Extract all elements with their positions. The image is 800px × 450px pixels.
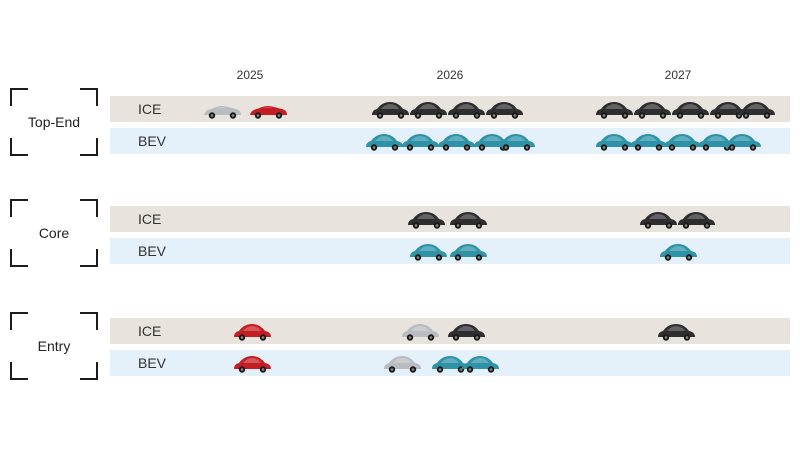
red-roadster-icon <box>248 98 288 120</box>
black-car-icon <box>408 98 448 120</box>
segment-bracket-entry: Entry <box>10 312 98 380</box>
segment-label: Entry <box>37 338 71 354</box>
teal-car-icon <box>662 130 702 152</box>
red-hatchback-icon <box>232 352 272 374</box>
silver-roadster-icon <box>202 98 242 120</box>
red-hatchback-icon <box>232 320 272 342</box>
silver-wagon-icon <box>382 352 422 374</box>
row-label-ice: ICE <box>138 211 162 227</box>
black-car-icon <box>446 98 486 120</box>
teal-car-icon <box>628 130 668 152</box>
black-car-icon <box>594 98 634 120</box>
year-label: 2027 <box>664 68 692 82</box>
black-car-icon <box>670 98 710 120</box>
year-label: 2026 <box>436 68 464 82</box>
black-car-icon <box>446 320 486 342</box>
segment-bracket-top-end: Top-End <box>10 88 98 156</box>
teal-car-icon <box>408 240 448 262</box>
black-car-icon <box>708 98 748 120</box>
silver-wagon-icon <box>400 320 440 342</box>
teal-car-icon <box>436 130 476 152</box>
teal-car-icon <box>496 130 536 152</box>
teal-car-icon <box>658 240 698 262</box>
black-car-icon <box>638 208 678 230</box>
black-car-icon <box>484 98 524 120</box>
black-car-icon <box>632 98 672 120</box>
teal-car-icon <box>364 130 404 152</box>
teal-car-icon <box>448 240 488 262</box>
row-label-bev: BEV <box>138 355 167 371</box>
teal-car-icon <box>400 130 440 152</box>
row-label-bev: BEV <box>138 243 167 259</box>
band-core-ice: ICE <box>110 206 790 232</box>
year-label: 2025 <box>236 68 264 82</box>
black-car-icon <box>676 208 716 230</box>
segment-label: Top-End <box>27 114 81 130</box>
row-label-bev: BEV <box>138 133 167 149</box>
row-label-ice: ICE <box>138 101 162 117</box>
teal-car-icon <box>460 352 500 374</box>
black-car-icon <box>406 208 446 230</box>
teal-car-icon <box>430 352 470 374</box>
segment-label: Core <box>38 225 70 241</box>
segment-bracket-core: Core <box>10 199 98 267</box>
teal-car-icon <box>722 130 762 152</box>
black-car-icon <box>656 320 696 342</box>
black-car-icon <box>736 98 776 120</box>
row-label-ice: ICE <box>138 323 162 339</box>
black-car-icon <box>448 208 488 230</box>
black-car-icon <box>370 98 410 120</box>
teal-car-icon <box>594 130 634 152</box>
